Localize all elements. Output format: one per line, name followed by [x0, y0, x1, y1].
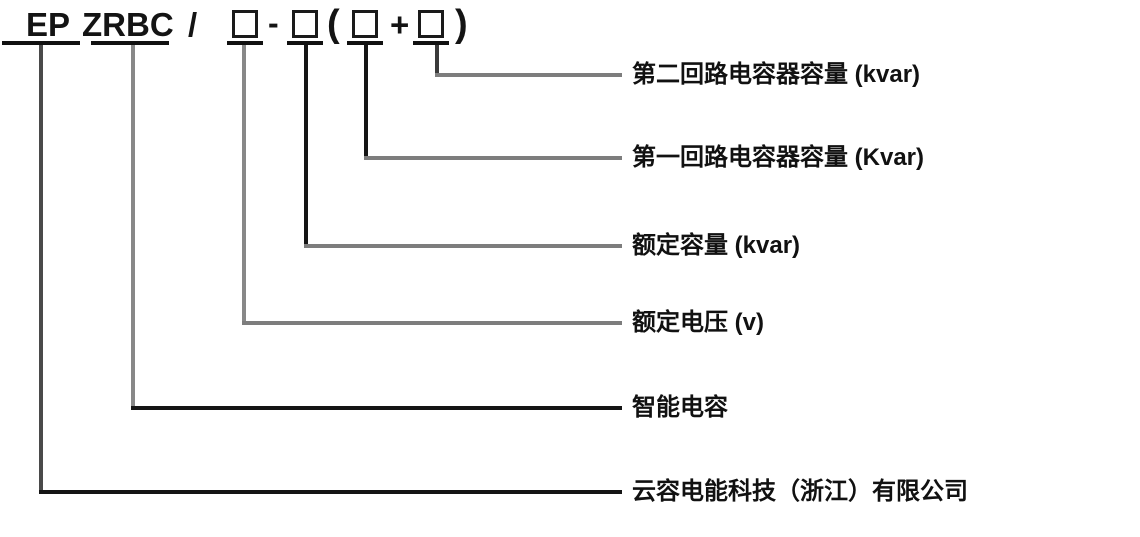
connector-horizontal-3 [304, 244, 622, 248]
connector-vertical-4 [242, 45, 246, 325]
model-code-series: ZRBC [82, 6, 174, 43]
connector-horizontal-2 [364, 156, 622, 160]
connector-vertical-1 [435, 45, 439, 77]
connector-horizontal-4 [242, 321, 622, 325]
placeholder-box-second-circuit [418, 10, 444, 38]
legend-label-second-circuit-capacity: 第二回路电容器容量 (kvar) [632, 61, 921, 88]
connector-vertical-3 [304, 45, 308, 248]
legend-label-rated-voltage: 额定电压 (v) [632, 309, 764, 336]
dash-separator: - [268, 5, 279, 41]
connector-horizontal-1 [435, 73, 622, 77]
underline-prefix [2, 41, 80, 45]
open-paren: ( [327, 3, 340, 45]
legend-label-company-name: 云容电能科技（浙江）有限公司 [632, 478, 968, 505]
connector-horizontal-5 [131, 406, 622, 410]
underline-series [91, 41, 169, 45]
model-code-prefix: EP [26, 6, 71, 43]
underline-box-3 [347, 41, 383, 45]
legend-label-first-circuit-capacity: 第一回路电容器容量 (Kvar) [632, 144, 925, 171]
placeholder-box-rated-voltage [232, 10, 258, 38]
underline-box-1 [227, 41, 263, 45]
slash-separator: / [188, 6, 198, 43]
placeholder-box-first-circuit [352, 10, 378, 38]
plus-separator: + [390, 6, 410, 43]
legend-label-smart-capacitor: 智能电容 [632, 394, 728, 421]
connector-vertical-2 [364, 45, 368, 160]
close-paren: ) [455, 3, 468, 45]
placeholder-box-rated-capacity [292, 10, 318, 38]
connector-horizontal-6 [39, 490, 622, 494]
legend-label-rated-capacity: 额定容量 (kvar) [632, 232, 801, 259]
underline-box-4 [413, 41, 449, 45]
connector-vertical-6 [39, 45, 43, 494]
connector-vertical-5 [131, 45, 135, 410]
underline-box-2 [287, 41, 323, 45]
